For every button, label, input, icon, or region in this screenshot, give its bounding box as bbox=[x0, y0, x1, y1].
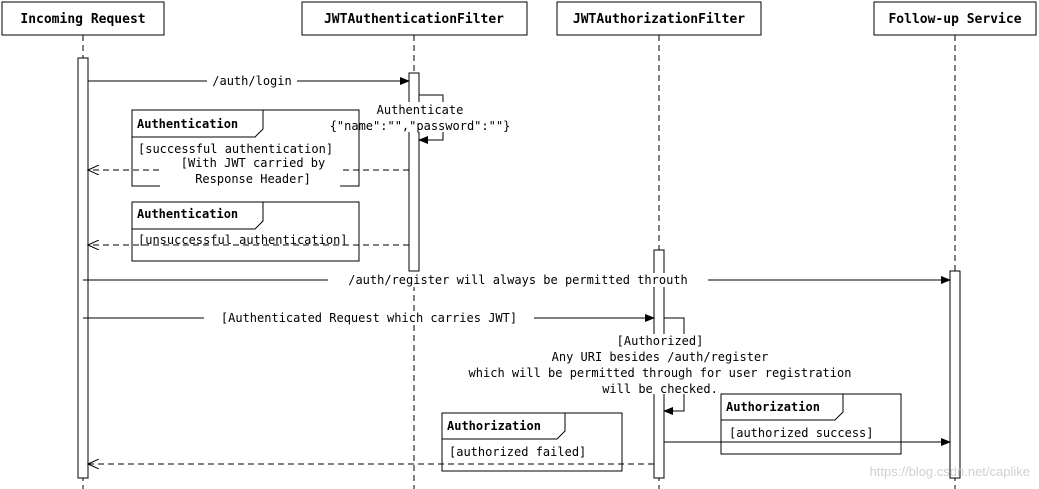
fragment-title: Authentication bbox=[137, 207, 238, 221]
fragment-authentication-failed: Authentication [unsuccessful authenticat… bbox=[88, 201, 409, 262]
watermark: https://blog.csdn.net/caplike bbox=[870, 464, 1030, 479]
message-register: /auth/register will always be permitted … bbox=[83, 273, 951, 287]
fragment-title: Authentication bbox=[137, 117, 238, 131]
fragment-guard: [authorized failed] bbox=[449, 445, 586, 459]
fragment-guard: [unsuccessful authentication] bbox=[138, 233, 348, 247]
activation-auth-filter bbox=[408, 72, 420, 272]
message-label: which will be permitted through for user… bbox=[469, 366, 852, 380]
participant-incoming-request: Incoming Request bbox=[1, 1, 165, 36]
fragment-authorization-success: Authorization [authorized success] bbox=[664, 393, 951, 455]
fragment-authentication-success: Authentication [successful authenticatio… bbox=[88, 109, 409, 187]
message-label: Any URI besides /auth/register bbox=[552, 350, 769, 364]
message-authorized-self: [Authorized] Any URI besides /auth/regis… bbox=[445, 317, 875, 415]
activation-incoming-request bbox=[77, 57, 89, 479]
fragment-authorization-failed: Authorization [authorized failed] bbox=[88, 412, 654, 472]
message-label: [Authenticated Request which carries JWT… bbox=[221, 311, 517, 325]
fragment-guard: [successful authentication] bbox=[138, 142, 333, 156]
message-label: will be checked. bbox=[602, 382, 718, 396]
fragment-guard: [With JWT carried by bbox=[181, 156, 326, 170]
message-label: /auth/login bbox=[212, 74, 291, 88]
fragment-guard: Response Header] bbox=[195, 172, 311, 186]
message-label: Authenticate bbox=[377, 103, 464, 117]
message-login: /auth/login bbox=[88, 74, 410, 88]
participant-jwt-authentication-filter: JWTAuthenticationFilter bbox=[301, 1, 528, 36]
participant-follow-up-service: Follow-up Service bbox=[873, 1, 1037, 36]
fragment-title: Authorization bbox=[447, 419, 541, 433]
activation-followup-service bbox=[949, 270, 961, 479]
message-label: [Authorized] bbox=[617, 334, 704, 348]
participant-label: Incoming Request bbox=[20, 12, 145, 27]
participant-label: Follow-up Service bbox=[888, 12, 1021, 27]
message-label: {"name":"","password":""} bbox=[330, 119, 511, 133]
fragment-guard: [authorized success] bbox=[729, 426, 874, 440]
message-authenticated-request: [Authenticated Request which carries JWT… bbox=[83, 311, 655, 325]
message-authenticate-self: Authenticate {"name":"","password":""} bbox=[318, 94, 523, 144]
fragment-title: Authorization bbox=[726, 400, 820, 414]
participant-jwt-authorization-filter: JWTAuthorizationFilter bbox=[556, 1, 762, 36]
message-label: /auth/register will always be permitted … bbox=[348, 273, 688, 287]
participant-label: JWTAuthorizationFilter bbox=[573, 12, 745, 27]
participant-label: JWTAuthenticationFilter bbox=[324, 12, 504, 27]
